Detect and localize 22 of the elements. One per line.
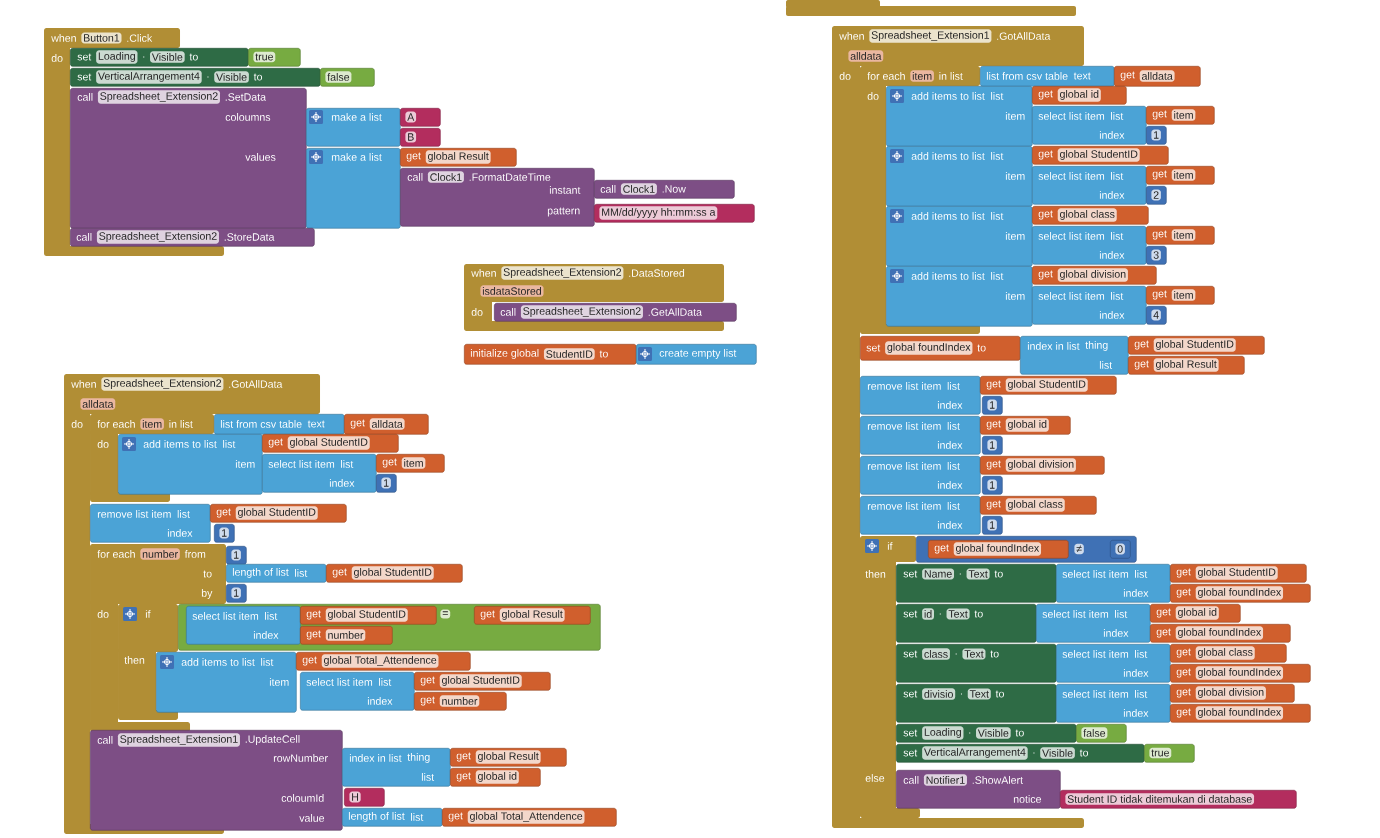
number-block (1110, 540, 1131, 559)
boolean-block (1076, 724, 1127, 743)
number-block (226, 584, 247, 603)
number-block (982, 475, 1003, 495)
number-block (982, 395, 1003, 415)
boolean-block (1144, 744, 1195, 763)
string-block (400, 128, 441, 147)
string-block (400, 108, 441, 127)
number-block (1146, 126, 1167, 145)
number-block (1146, 246, 1167, 265)
string-block (594, 204, 755, 223)
string-block (344, 788, 385, 807)
boolean-block (320, 68, 375, 87)
number-block (1146, 305, 1167, 325)
string-block (1060, 790, 1297, 809)
number-block (376, 473, 397, 493)
number-block (982, 516, 1003, 535)
number-block (1146, 186, 1167, 205)
number-block (214, 524, 235, 543)
boolean-block (248, 48, 301, 67)
number-block (226, 546, 247, 565)
number-block (982, 435, 1003, 455)
